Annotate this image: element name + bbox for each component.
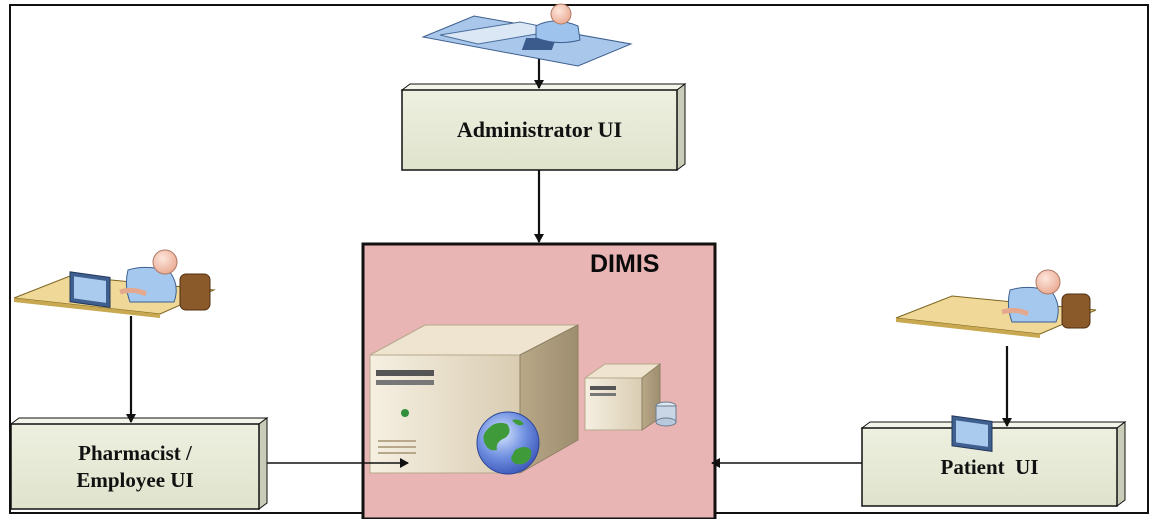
globe-icon [476, 411, 540, 475]
pharmacist-ui-box [9, 417, 269, 510]
user-at-workstation-icon [421, 3, 633, 67]
database-server-icon [583, 362, 677, 431]
user-at-workstation-icon [13, 249, 216, 318]
patient-ui-box [860, 421, 1127, 507]
node-label-admin: Administrator UI [456, 117, 623, 143]
server-tower-icon [369, 324, 579, 474]
node-label-patient: Patient UI [940, 454, 1039, 479]
user-at-workstation-icon [895, 269, 1097, 452]
node-label-pharmacist: Pharmacist / Employee UI [76, 441, 194, 492]
system-title: DIMIS [590, 250, 660, 278]
